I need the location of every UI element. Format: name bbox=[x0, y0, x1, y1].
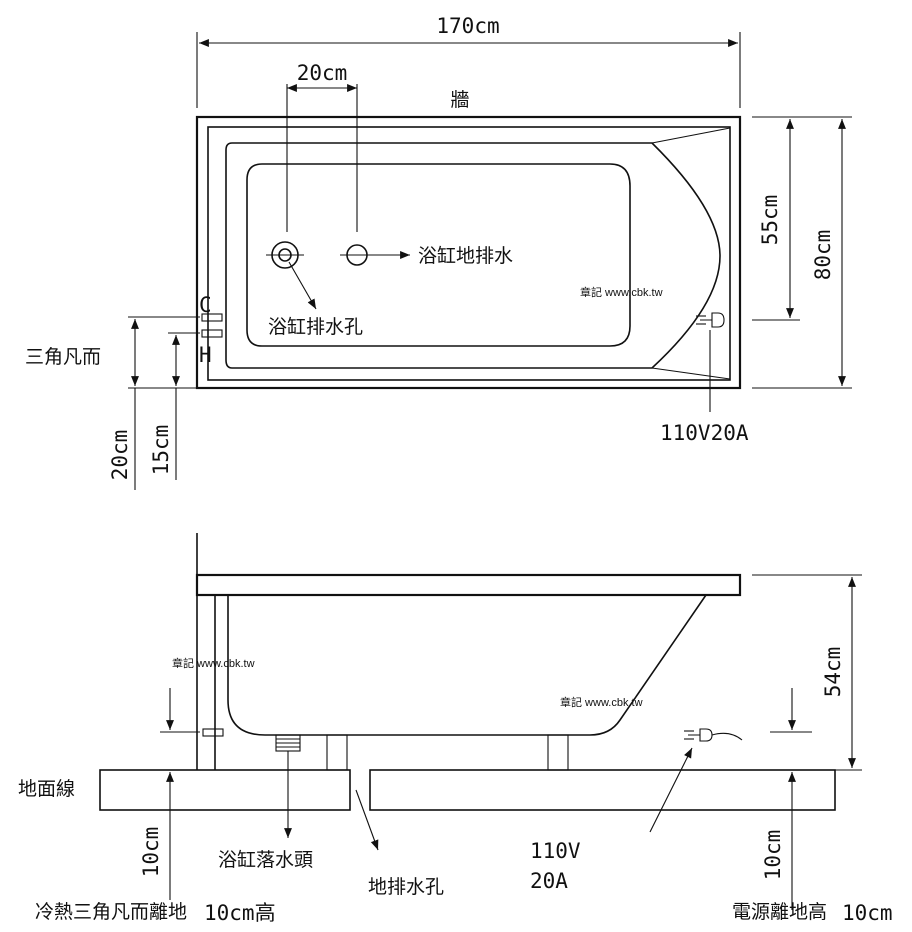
tub-rim bbox=[207, 126, 731, 381]
floor-line-label: 地面線 bbox=[18, 778, 75, 800]
angle-valve-label: 三角凡而 bbox=[25, 346, 101, 368]
plan-view: 170cm 20cm 牆 浴缸地排水 浴缸排水孔 章記 www.cbk.tw bbox=[25, 14, 852, 490]
drain-hole-label: 浴缸排水孔 bbox=[268, 316, 363, 338]
power-height-label: 電源離地高 bbox=[732, 901, 827, 923]
tub-outer-frame bbox=[195, 115, 742, 390]
drain-head-label: 浴缸落水頭 bbox=[218, 849, 313, 871]
watermark: 章記 www.cbk.tw bbox=[580, 285, 663, 299]
drain-head-icon bbox=[275, 734, 301, 752]
dim-10-right: 10cm bbox=[761, 830, 785, 881]
floor-drain-hole-label: 地排水孔 bbox=[368, 876, 444, 898]
cold-valve-icon bbox=[201, 313, 223, 322]
voltage-label: 110V bbox=[530, 839, 581, 863]
tub-basin bbox=[246, 163, 631, 347]
valve-height-value: 10cm高 bbox=[204, 901, 276, 925]
tub-interior bbox=[225, 142, 721, 369]
power-plug-icon bbox=[696, 312, 725, 328]
rim-corner-top bbox=[651, 127, 731, 144]
dim-pipe-spacing: 20cm bbox=[297, 61, 348, 85]
power-plug-elevation-icon bbox=[684, 728, 743, 742]
dim-total-width: 170cm bbox=[436, 14, 499, 38]
dim-10-left: 10cm bbox=[139, 827, 163, 878]
cold-label: C bbox=[199, 293, 212, 317]
rim-corner-bottom bbox=[651, 367, 731, 380]
tub-body-profile bbox=[227, 594, 707, 736]
tub-foot-right bbox=[547, 734, 569, 771]
valve-height-label: 冷熱三角凡而離地 bbox=[35, 901, 187, 923]
dim-15-left: 15cm bbox=[149, 425, 173, 476]
watermark-mid: 章記 www.cbk.tw bbox=[560, 695, 643, 709]
power-height-value: 10cm bbox=[842, 901, 893, 925]
dim-80: 80cm bbox=[811, 230, 835, 281]
valve-elevation-icon bbox=[202, 728, 224, 737]
floor-drain-hole-arrow bbox=[355, 789, 379, 851]
floor-slab-right bbox=[369, 769, 836, 811]
floor-slab-left bbox=[99, 769, 351, 811]
dim-54: 54cm bbox=[821, 647, 845, 698]
amp-label: 20A bbox=[530, 869, 568, 893]
tub-rim-elevation bbox=[195, 573, 742, 597]
elevation-view: 浴缸落水頭 地面線 地排水孔 54cm 10cm 10cm bbox=[18, 533, 893, 925]
dim-20-left: 20cm bbox=[108, 430, 132, 481]
dim-55: 55cm bbox=[758, 195, 782, 246]
power-elevation-arrow bbox=[649, 747, 693, 833]
power-label: 110V20A bbox=[660, 421, 749, 445]
hot-valve-icon bbox=[201, 329, 223, 338]
watermark-left: 章記 www.cbk.tw bbox=[172, 656, 255, 670]
wall-label: 牆 bbox=[450, 89, 469, 111]
floor-drain-label: 浴缸地排水 bbox=[418, 245, 513, 267]
drain-hole-arrow bbox=[288, 261, 317, 310]
hot-label: H bbox=[199, 343, 212, 367]
tub-foot-left bbox=[326, 734, 348, 771]
